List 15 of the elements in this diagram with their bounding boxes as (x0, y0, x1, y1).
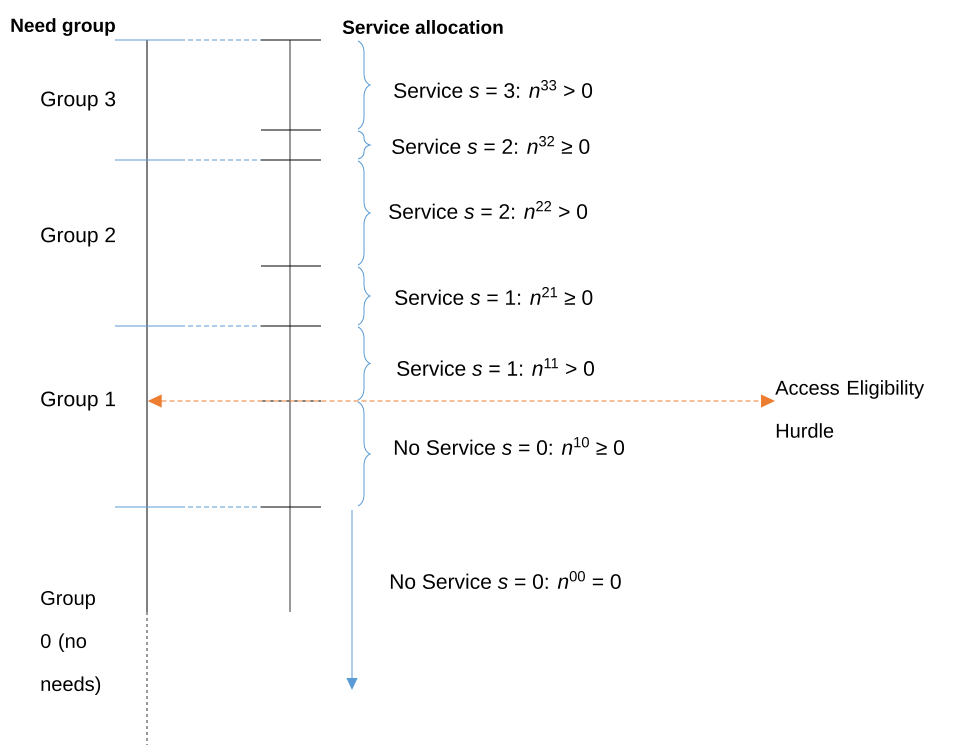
service-label: Service s = 1: n$^{11}$ > 0 (397, 358, 594, 376)
group-label: Group 2 (41, 228, 115, 247)
column-heading: Need group (11, 18, 115, 36)
group-label: Group 0 (no needs) (40, 590, 100, 696)
service-label: Service s = 2: n$^{32}$ ≥ 0 (392, 136, 590, 154)
group-label: Group 3 (41, 92, 116, 111)
service-label: Service s = 2: n$^{22}$ > 0 (389, 201, 588, 219)
service-label: No Service s = 0: n$^{10}$ ≥ 0 (394, 437, 624, 455)
axis-line (146, 40, 148, 612)
column-heading: Service allocation (342, 20, 503, 34)
service-label: Service s = 1: n$^{21}$ ≥ 0 (395, 287, 592, 305)
service-label: No Service s = 0: n$^{00}$ = 0 (390, 571, 621, 589)
service-label: Service s = 3: n$^{33}$ > 0 (394, 80, 592, 98)
group-label: Group 1 (41, 392, 116, 411)
annotation-text: Access Eligibility Hurdle (775, 380, 924, 438)
